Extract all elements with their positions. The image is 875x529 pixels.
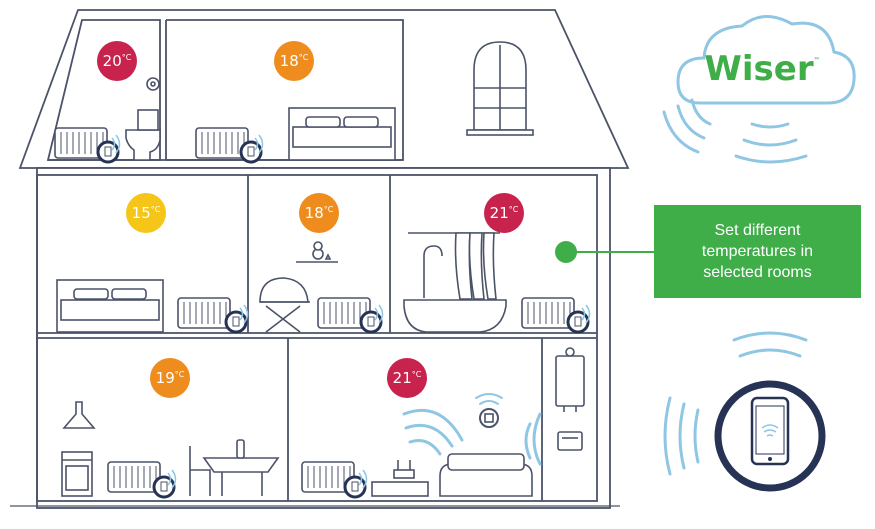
temperature-badge-circle xyxy=(126,193,166,233)
signal-waves-icon xyxy=(402,393,542,466)
temperature-badge: 18°C xyxy=(274,41,314,81)
temperature-badge: 20°C xyxy=(97,41,137,81)
attic-window xyxy=(466,41,534,136)
smartphone-icon xyxy=(714,380,826,492)
temperature-badge: 19°C xyxy=(150,358,190,398)
toilet-paper-icon xyxy=(146,77,160,91)
temperature-value: 15°C xyxy=(132,204,161,222)
crib-icon xyxy=(259,277,310,333)
callout-text: Set different temperatures in selected r… xyxy=(654,205,861,298)
cloud-signal-waves-icon xyxy=(662,98,808,164)
boiler-icon xyxy=(555,347,585,412)
temperature-badge-circle xyxy=(274,41,314,81)
temperature-value: 21°C xyxy=(490,204,519,222)
callout-connector xyxy=(555,241,654,263)
temperature-badge-circle xyxy=(387,358,427,398)
temperature-badge-circle xyxy=(97,41,137,81)
bathtub-icon xyxy=(403,299,507,333)
cooker-hood-icon xyxy=(62,401,96,429)
radiator xyxy=(107,461,161,493)
radiator xyxy=(521,297,575,329)
hub-icon xyxy=(557,431,583,451)
temperature-value: 19°C xyxy=(156,369,185,387)
temperature-value: 18°C xyxy=(305,204,334,222)
callout-line: Set different xyxy=(714,222,801,239)
thermostat-icon xyxy=(479,408,499,428)
temperature-badge: 18°C xyxy=(299,193,339,233)
phone-signal-waves-icon xyxy=(663,331,808,476)
stove-icon xyxy=(61,451,93,497)
teddy-bear-icon xyxy=(296,241,338,263)
radiator xyxy=(177,297,231,329)
temperature-badge-circle xyxy=(150,358,190,398)
temperature-badge-circle xyxy=(484,193,524,233)
sofa-icon xyxy=(439,453,533,497)
temperature-value: 18°C xyxy=(280,52,309,70)
temperature-badge: 15°C xyxy=(126,193,166,233)
toilet-icon xyxy=(125,109,161,161)
dining-table-icon xyxy=(202,439,280,496)
wiser-logo: Wiser™ xyxy=(704,49,819,89)
chair-icon xyxy=(189,446,211,496)
bed-icon xyxy=(56,279,164,333)
callout-line: temperatures in xyxy=(701,243,814,260)
cloud-icon xyxy=(676,15,856,105)
temperature-value: 21°C xyxy=(393,369,422,387)
router-icon xyxy=(371,460,429,497)
bed-icon xyxy=(288,107,396,161)
callout-line: selected rooms xyxy=(703,264,812,281)
temperature-value: 20°C xyxy=(103,52,132,70)
temperature-badge-circle xyxy=(299,193,339,233)
temperature-badge: 21°C xyxy=(484,193,524,233)
temperature-badge: 21°C xyxy=(387,358,427,398)
callout-box xyxy=(654,205,861,298)
shower-curtain-icon xyxy=(408,232,500,300)
